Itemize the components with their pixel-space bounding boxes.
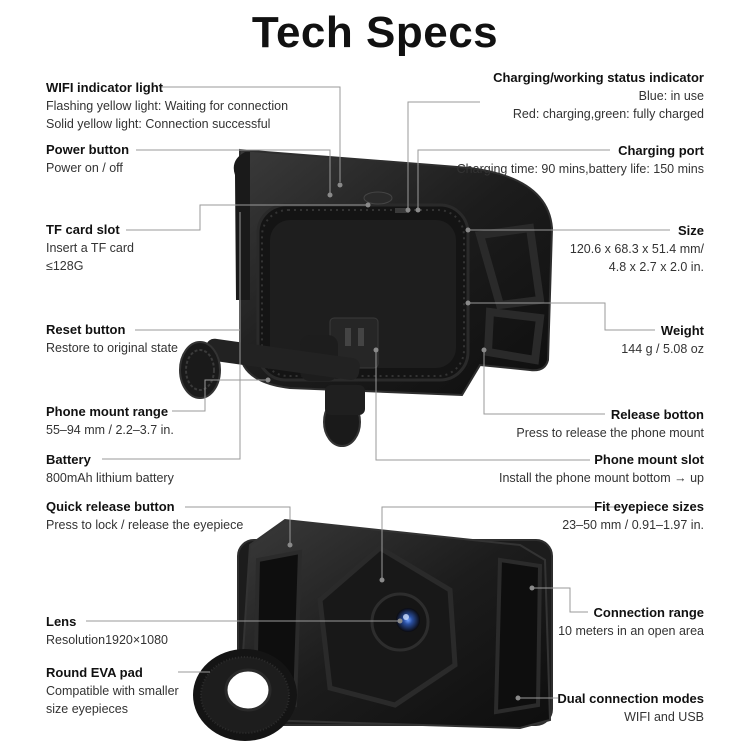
spec-tf-card-slot: TF card slot Insert a TF card ≤128G (46, 221, 376, 275)
leader-lines-right (373, 101, 670, 701)
spec-battery: Battery 800mAh lithium battery (46, 451, 376, 487)
spec-detail: Restore to original state (46, 341, 179, 355)
spec-detail: 120.6 x 68.3 x 51.4 mm/ (569, 242, 704, 256)
spec-heading: Connection range (593, 605, 704, 620)
spec-detail: Flashing yellow light: Waiting for conne… (46, 99, 289, 113)
spec-detail: Install the phone mount bottom → up (499, 471, 704, 485)
spec-detail: Press to release the phone mount (516, 426, 704, 440)
spec-detail: Insert a TF card (46, 241, 134, 255)
spec-heading: Release botton (610, 407, 704, 422)
spec-connection-range: Connection range 10 meters in an open ar… (374, 604, 704, 640)
spec-heading: Phone mount slot (594, 452, 704, 467)
spec-detail: Press to lock / release the eyepiece (46, 518, 244, 532)
spec-heading: Lens (46, 614, 77, 629)
spec-weight: Weight 144 g / 5.08 oz (374, 322, 704, 358)
eva-pad (193, 649, 297, 741)
spec-size: Size 120.6 x 68.3 x 51.4 mm/ 4.8 x 2.7 x… (374, 222, 704, 276)
spec-charging-port: Charging port Charging time: 90 mins,bat… (374, 142, 704, 178)
spec-round-eva-pad: Round EVA pad Compatible with smaller si… (46, 664, 376, 718)
leader-lines-left (86, 86, 403, 673)
spec-detail: Charging time: 90 mins,battery life: 150… (456, 162, 704, 176)
spec-wifi-indicator: WIFI indicator light Flashing yellow lig… (46, 79, 376, 133)
phone-mount (179, 335, 365, 447)
spec-heading: Dual connection modes (557, 691, 704, 706)
spec-status-indicator: Charging/working status indicator Blue: … (374, 69, 704, 123)
spec-detail: Solid yellow light: Connection successfu… (46, 117, 271, 131)
spec-detail: Resolution1920×1080 (46, 633, 168, 647)
spec-detail: 4.8 x 2.7 x 2.0 in. (608, 260, 704, 274)
spec-heading: Charging/working status indicator (493, 70, 704, 85)
spec-detail: size eyepieces (46, 702, 128, 716)
spec-heading: Battery (46, 452, 91, 467)
spec-quick-release-button: Quick release button Press to lock / rel… (46, 498, 376, 534)
spec-reset-button: Reset button Restore to original state (46, 321, 376, 357)
spec-dual-connection-modes: Dual connection modes WIFI and USB (374, 690, 704, 726)
spec-heading: Fit eyepiece sizes (594, 499, 704, 514)
spec-release-button: Release botton Press to release the phon… (374, 406, 704, 442)
spec-detail: Blue: in use (638, 89, 704, 103)
spec-detail: Red: charging,green: fully charged (512, 107, 704, 121)
spec-heading: Round EVA pad (46, 665, 143, 680)
spec-detail: 10 meters in an open area (558, 624, 704, 638)
spec-lens: Lens Resolution1920×1080 (46, 613, 376, 649)
spec-detail: Compatible with smaller (46, 684, 179, 698)
page-title: Tech Specs (251, 8, 499, 57)
spec-detail: ≤128G (46, 259, 84, 273)
spec-heading: Phone mount range (46, 404, 169, 419)
spec-power-button: Power button Power on / off (46, 141, 376, 177)
spec-heading: Reset button (46, 322, 126, 337)
spec-heading: TF card slot (46, 222, 120, 237)
spec-detail: 23–50 mm / 0.91–1.97 in. (562, 518, 704, 532)
spec-phone-mount-slot: Phone mount slot Install the phone mount… (374, 451, 704, 487)
spec-detail: WIFI and USB (624, 710, 704, 724)
spec-heading: Charging port (618, 143, 704, 158)
spec-heading: WIFI indicator light (46, 80, 163, 95)
spec-detail: 55–94 mm / 2.2–3.7 in. (46, 423, 174, 437)
spec-detail: Power on / off (46, 161, 123, 175)
spec-heading: Weight (660, 323, 704, 338)
spec-detail: 144 g / 5.08 oz (621, 342, 704, 356)
spec-detail: 800mAh lithium battery (46, 471, 174, 485)
spec-fit-eyepiece-sizes: Fit eyepiece sizes 23–50 mm / 0.91–1.97 … (374, 498, 704, 534)
spec-phone-mount-range: Phone mount range 55–94 mm / 2.2–3.7 in. (46, 403, 376, 439)
spec-heading: Quick release button (46, 499, 175, 514)
spec-heading: Size (677, 223, 704, 238)
spec-heading: Power button (46, 142, 130, 157)
